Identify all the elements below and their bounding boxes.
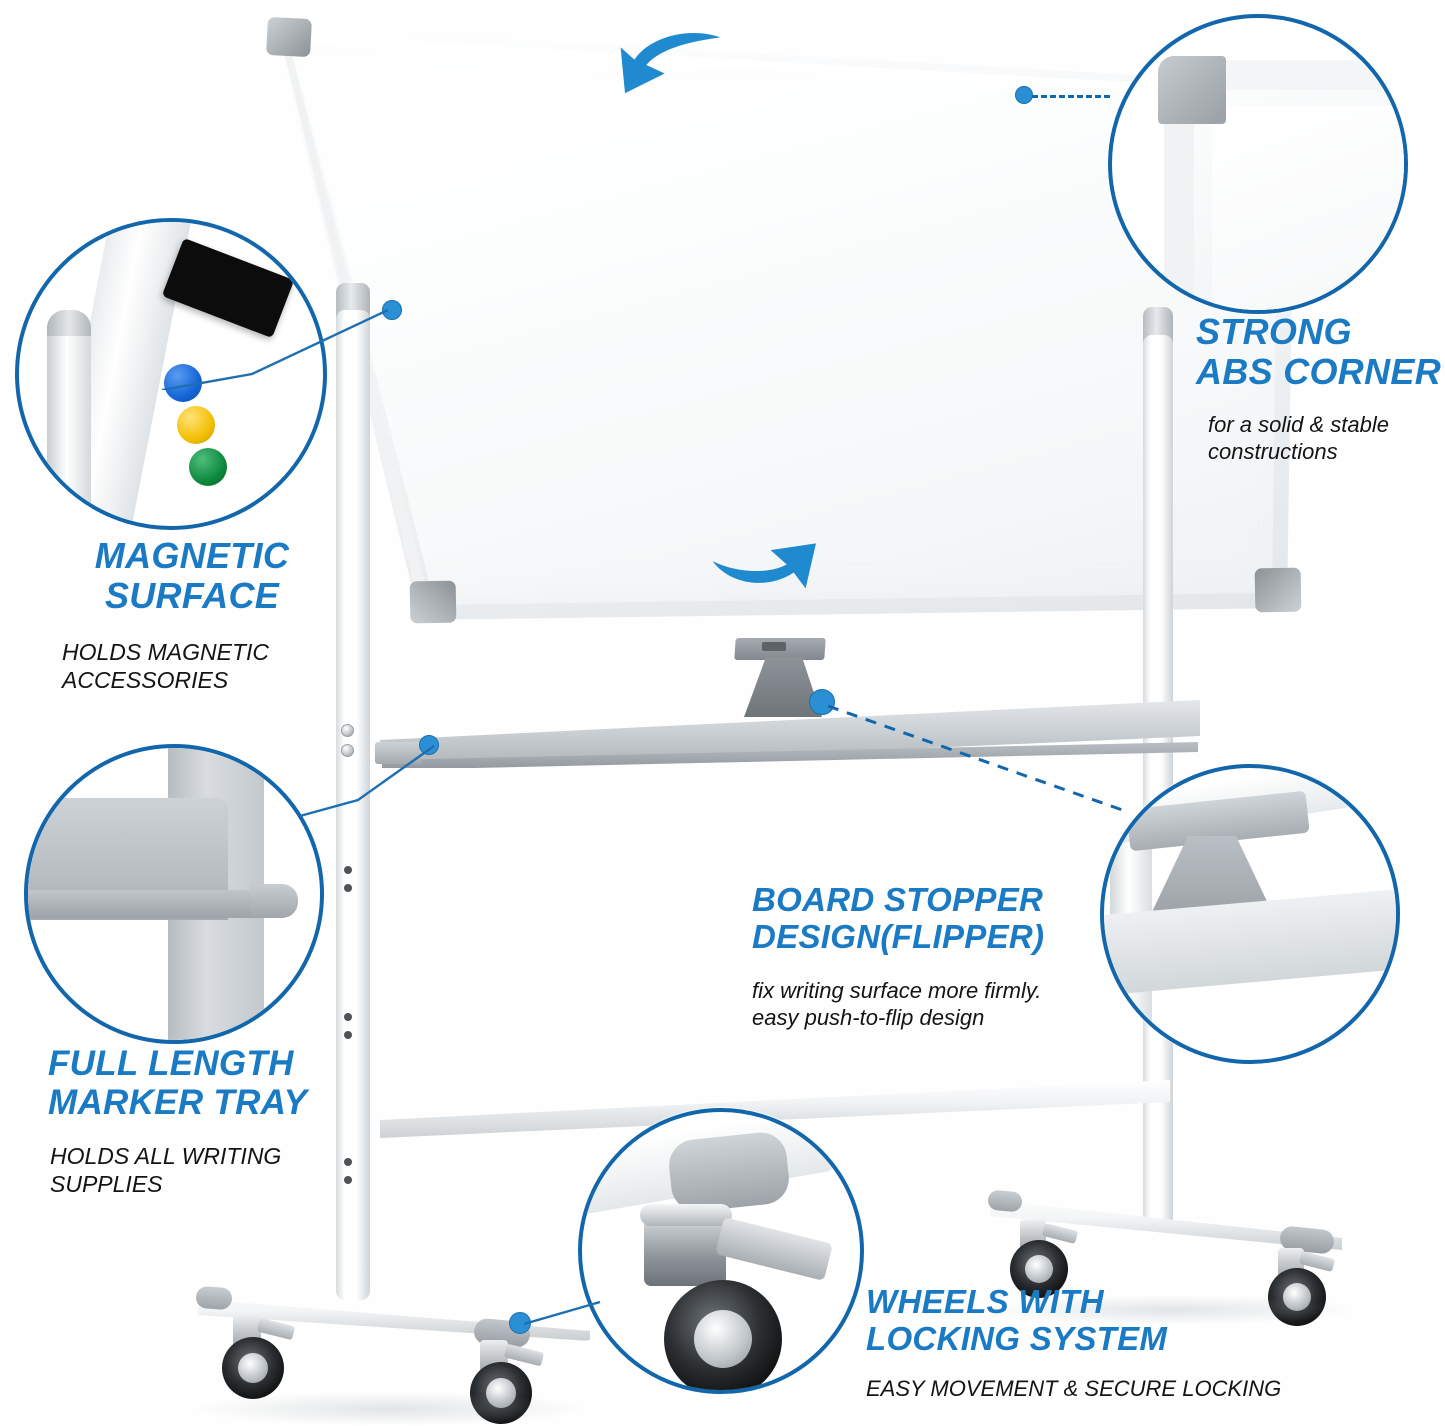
title-line-2: ABS CORNER <box>1196 351 1442 393</box>
abs-corner-icon <box>1254 567 1302 613</box>
tray-detail-right-stub <box>250 884 298 918</box>
subtitle-line-2: easy push-to-flip design <box>752 1004 985 1030</box>
subtitle-line-2: constructions <box>1208 438 1338 464</box>
callout-title-board-stopper: BOARD STOPPER DESIGN(FLIPPER) <box>752 881 1092 956</box>
caster-hub <box>1025 1255 1053 1283</box>
right-foot-cap <box>987 1189 1023 1213</box>
caster-hub <box>1283 1283 1311 1311</box>
abs-corner-icon <box>266 16 312 58</box>
magnet-board-post <box>47 310 91 526</box>
callout-title-marker-tray: FULL LENGTH MARKER TRAY <box>48 1044 348 1122</box>
leader-dot-board-stopper <box>809 689 835 715</box>
rotation-arrow-bottom-icon <box>712 543 816 589</box>
magnet-green-icon <box>189 448 227 486</box>
subtitle-line-2: ACCESSORIES <box>62 667 229 694</box>
caster-hub <box>486 1378 516 1408</box>
callout-subtitle-magnetic-surface: HOLDS MAGNETIC ACCESSORIES <box>62 638 342 694</box>
height-adjust-hole <box>344 1031 352 1039</box>
caster-hub <box>694 1310 752 1368</box>
callout-subtitle-board-stopper: fix writing surface more firmly. easy pu… <box>752 978 1092 1032</box>
magnet-board-post-cap <box>47 310 91 336</box>
post-bolt <box>341 724 354 737</box>
caster-lock-lever[interactable] <box>715 1217 833 1281</box>
leader-line-magnetic <box>161 308 389 390</box>
callout-title-magnetic-surface: MAGNETIC SURFACE <box>62 535 322 617</box>
leader-line-board-stopper <box>828 704 1128 814</box>
abs-corner-detail-surface <box>1212 106 1404 310</box>
callout-circle-marker-tray <box>24 744 324 1044</box>
caster-hub <box>238 1353 268 1383</box>
floor-reflection <box>980 1295 1360 1325</box>
leader-line-wheels <box>524 1300 601 1326</box>
rotation-arrow-top-icon <box>620 33 721 94</box>
callout-subtitle-marker-tray: HOLDS ALL WRITING SUPPLIES <box>50 1142 350 1198</box>
leader-dot-pivot <box>382 300 402 320</box>
caster-swivel-plate <box>640 1204 732 1226</box>
title-line-2: DESIGN(FLIPPER) <box>752 917 1045 955</box>
subtitle-line-1: HOLDS MAGNETIC <box>62 639 270 665</box>
abs-corner-icon <box>1158 56 1226 124</box>
post-bolt <box>341 744 354 757</box>
abs-corner-dashed-leader <box>1032 95 1110 98</box>
caster-lock-lever[interactable] <box>256 1317 296 1341</box>
tray-detail-lip <box>28 890 266 918</box>
subtitle-line-1: HOLDS ALL WRITING <box>50 1143 282 1169</box>
left-foot-cap <box>195 1285 233 1311</box>
callout-circle-magnetic-surface <box>15 218 327 530</box>
height-adjust-hole <box>344 1158 352 1166</box>
leader-dot-abs-corner <box>1015 86 1033 104</box>
subtitle-line-2: SUPPLIES <box>50 1171 163 1198</box>
height-adjust-hole <box>344 1013 352 1021</box>
title-line-2: SURFACE <box>104 575 280 617</box>
leader-dot-tray <box>419 735 439 755</box>
title-line-1: STRONG <box>1196 311 1352 352</box>
callout-subtitle-wheels: EASY MOVEMENT & SECURE LOCKING <box>866 1376 1336 1403</box>
title-line-1: WHEELS WITH <box>866 1283 1104 1320</box>
board-stopper-slot <box>762 642 786 651</box>
title-line-2: LOCKING SYSTEM <box>866 1319 1168 1357</box>
height-adjust-hole <box>344 1176 352 1184</box>
subtitle-line-1: for a solid & stable <box>1208 412 1389 437</box>
callout-title-wheels: WHEELS WITH LOCKING SYSTEM <box>866 1283 1326 1358</box>
callout-subtitle-abs-corner: for a solid & stable constructions <box>1208 412 1445 466</box>
wheel-detail-foot-cap <box>666 1130 792 1214</box>
title-line-2: MARKER TRAY <box>48 1083 308 1123</box>
floor-reflection <box>190 1392 590 1426</box>
callout-title-abs-corner: STRONG ABS CORNER <box>1196 311 1445 393</box>
callout-circle-wheels <box>578 1108 864 1394</box>
magnet-yellow-icon <box>177 406 215 444</box>
height-adjust-hole <box>344 866 352 874</box>
title-line-1: BOARD STOPPER <box>752 881 1044 918</box>
height-adjust-hole <box>344 884 352 892</box>
callout-circle-board-stopper <box>1100 764 1400 1064</box>
abs-corner-icon <box>409 580 457 624</box>
subtitle-line-1: EASY MOVEMENT & SECURE LOCKING <box>866 1376 1282 1401</box>
leader-line-marker-tray <box>300 745 435 818</box>
subtitle-line-1: fix writing surface more firmly. <box>752 978 1042 1003</box>
title-line-1: FULL LENGTH <box>48 1044 294 1083</box>
marker-tray-left-end <box>375 742 421 764</box>
callout-circle-abs-corner <box>1108 14 1408 314</box>
title-line-1: MAGNETIC <box>94 535 290 576</box>
